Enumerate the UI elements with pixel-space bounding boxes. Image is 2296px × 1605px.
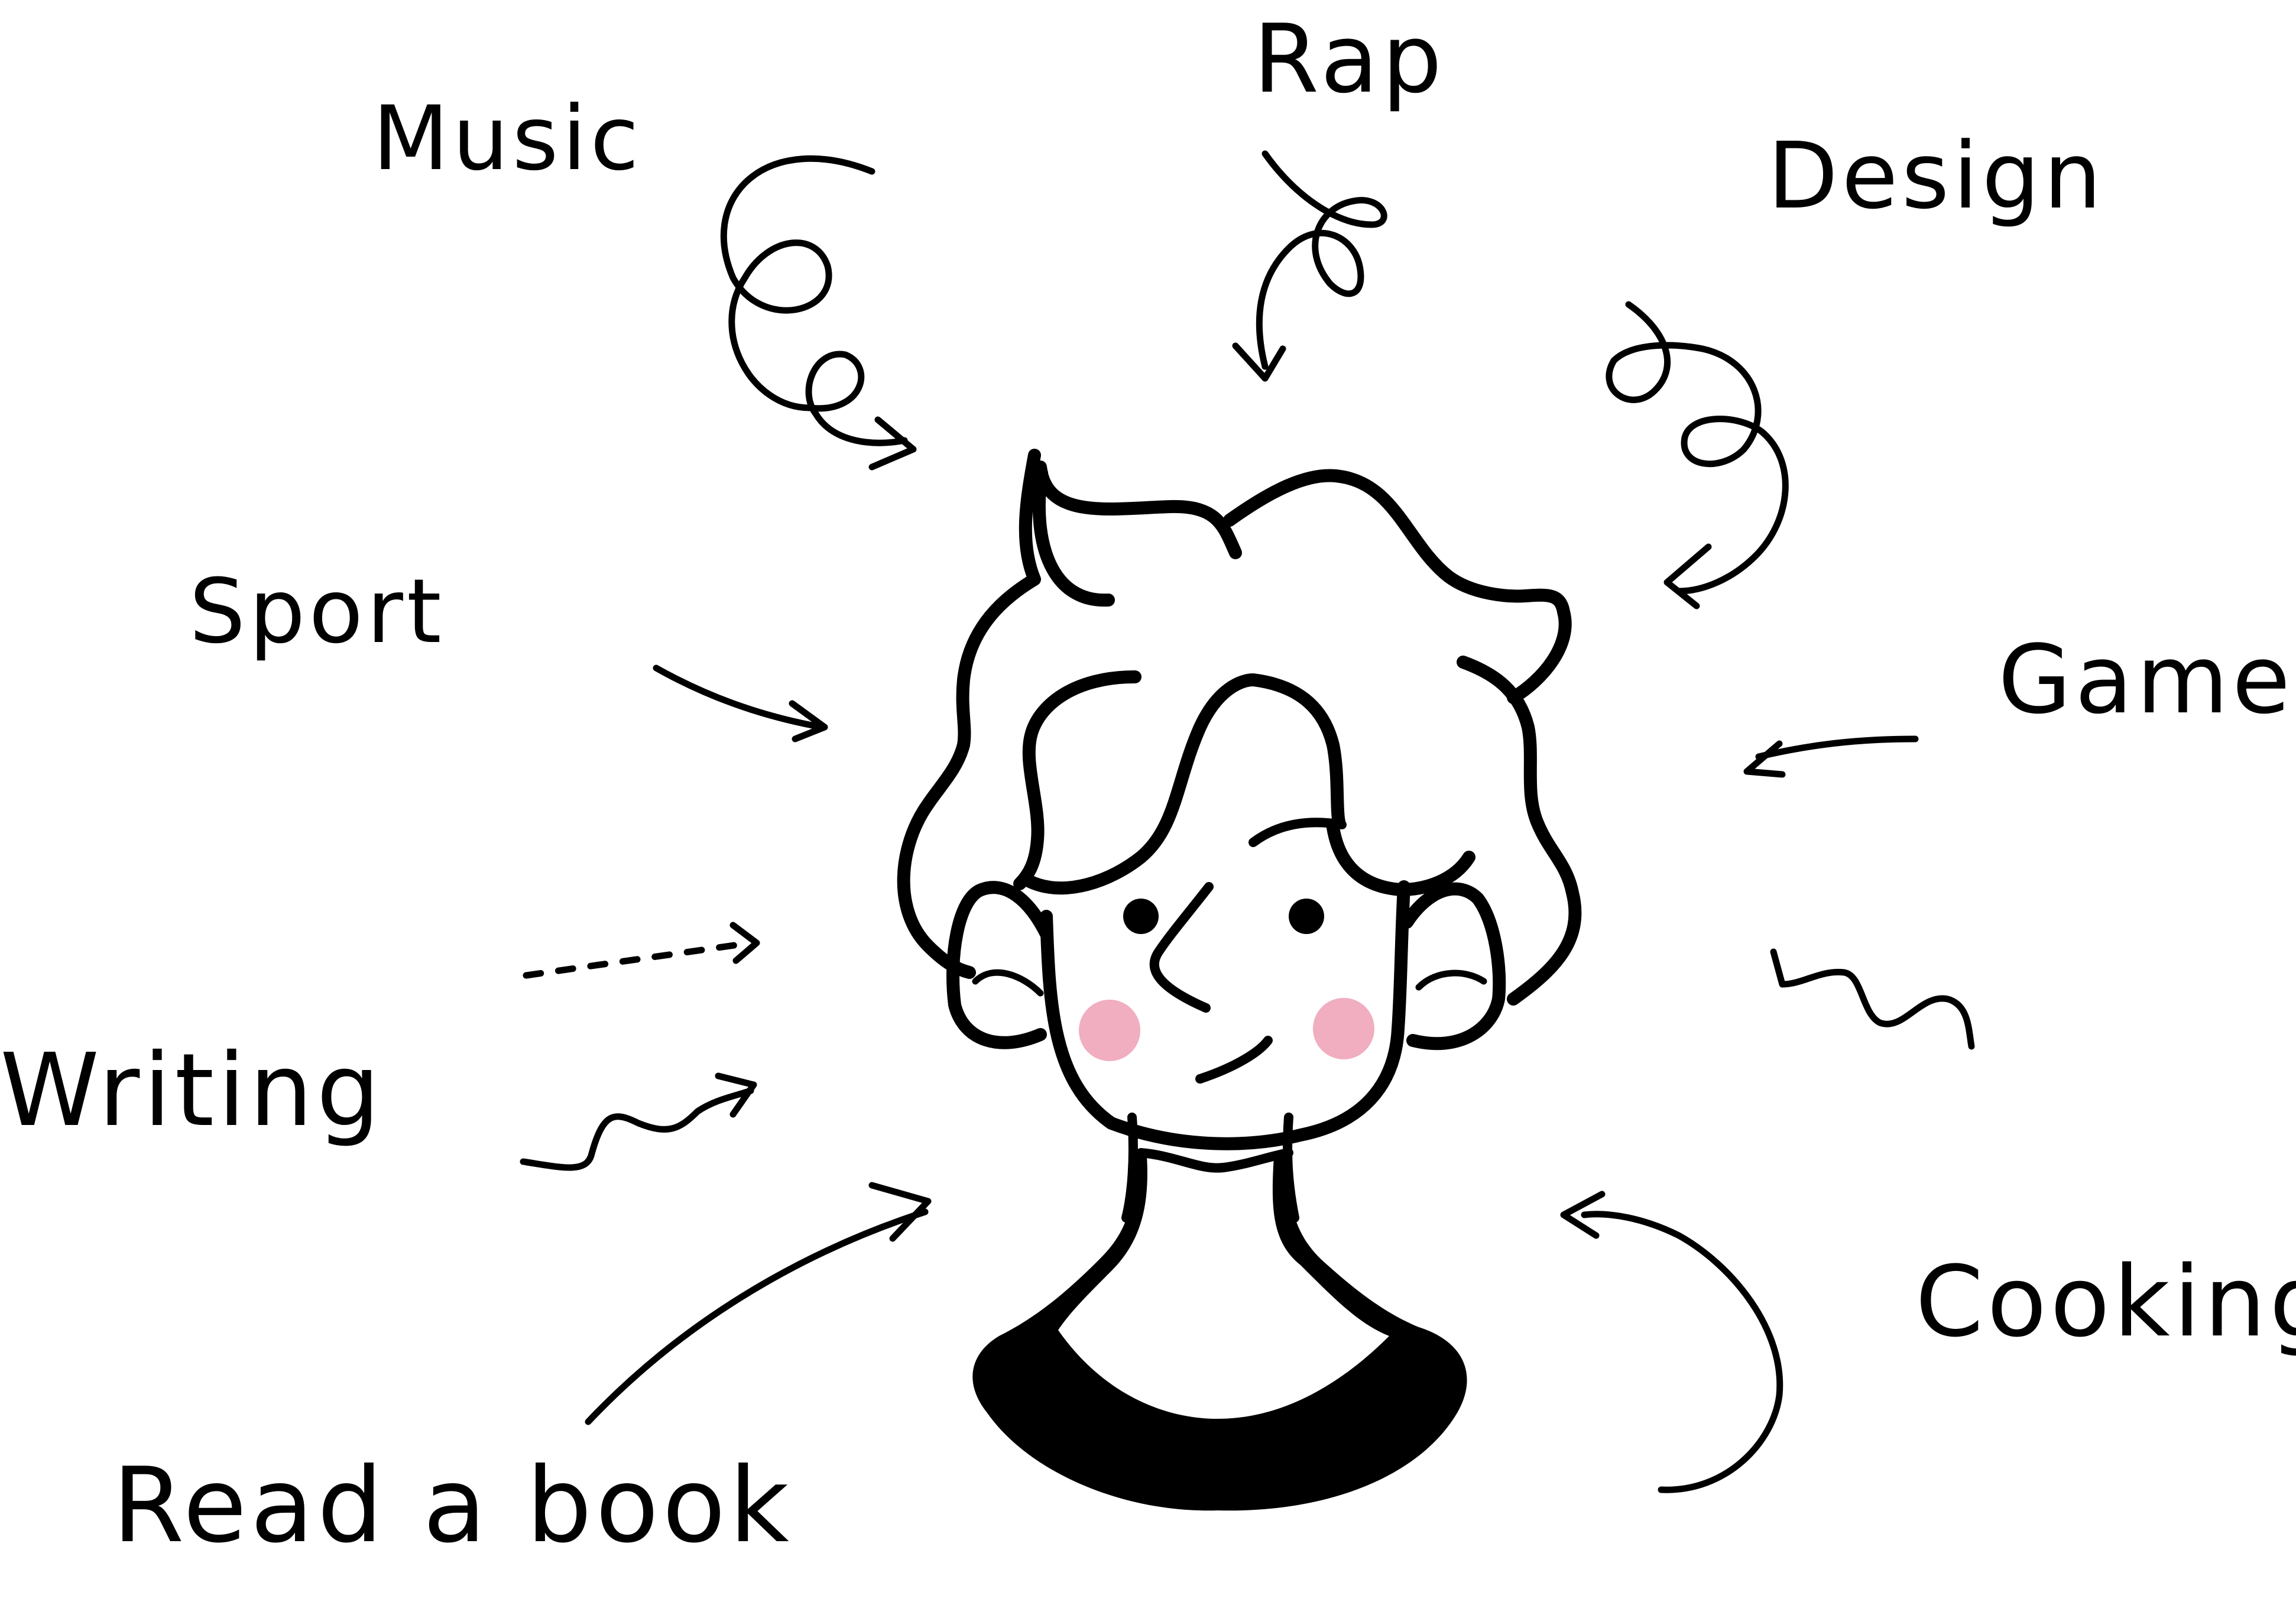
label-design: Design bbox=[1768, 122, 2106, 229]
left-eye bbox=[1123, 899, 1159, 934]
dashed-arrow bbox=[523, 922, 760, 979]
hair bbox=[897, 449, 1582, 1006]
label-read-a-book: Read a book bbox=[112, 1446, 793, 1566]
label-game: Game bbox=[1998, 624, 2294, 735]
right-eye bbox=[1289, 899, 1324, 934]
writing-arrow bbox=[520, 1072, 757, 1171]
read-a-book-arrow bbox=[585, 1182, 932, 1425]
right-ear bbox=[1400, 882, 1506, 1050]
cooking-arrow bbox=[1560, 1191, 1783, 1493]
game-arrow bbox=[1743, 735, 1919, 778]
eyebrow bbox=[1248, 818, 1347, 847]
label-rap: Rap bbox=[1253, 4, 1446, 114]
left-ear bbox=[946, 881, 1053, 1049]
shirt bbox=[972, 1156, 1467, 1511]
label-sport: Sport bbox=[189, 560, 445, 663]
design-loop-arrow bbox=[1606, 301, 1789, 609]
right-cheek bbox=[1313, 998, 1374, 1059]
cheeks bbox=[1079, 998, 1374, 1061]
label-cooking: Cooking bbox=[1915, 1245, 2296, 1358]
rap-loop-arrow bbox=[1232, 150, 1387, 382]
face bbox=[1040, 880, 1410, 1150]
sport-arrow bbox=[653, 664, 828, 742]
label-writing: Writing bbox=[0, 1032, 384, 1149]
nose bbox=[1149, 882, 1214, 1013]
mouth bbox=[1195, 1036, 1273, 1084]
eyes bbox=[1123, 899, 1324, 934]
music-loop-arrow bbox=[720, 155, 917, 471]
squiggle-doodle bbox=[1770, 948, 1975, 1050]
left-cheek bbox=[1079, 1000, 1140, 1061]
label-music: Music bbox=[372, 87, 643, 190]
